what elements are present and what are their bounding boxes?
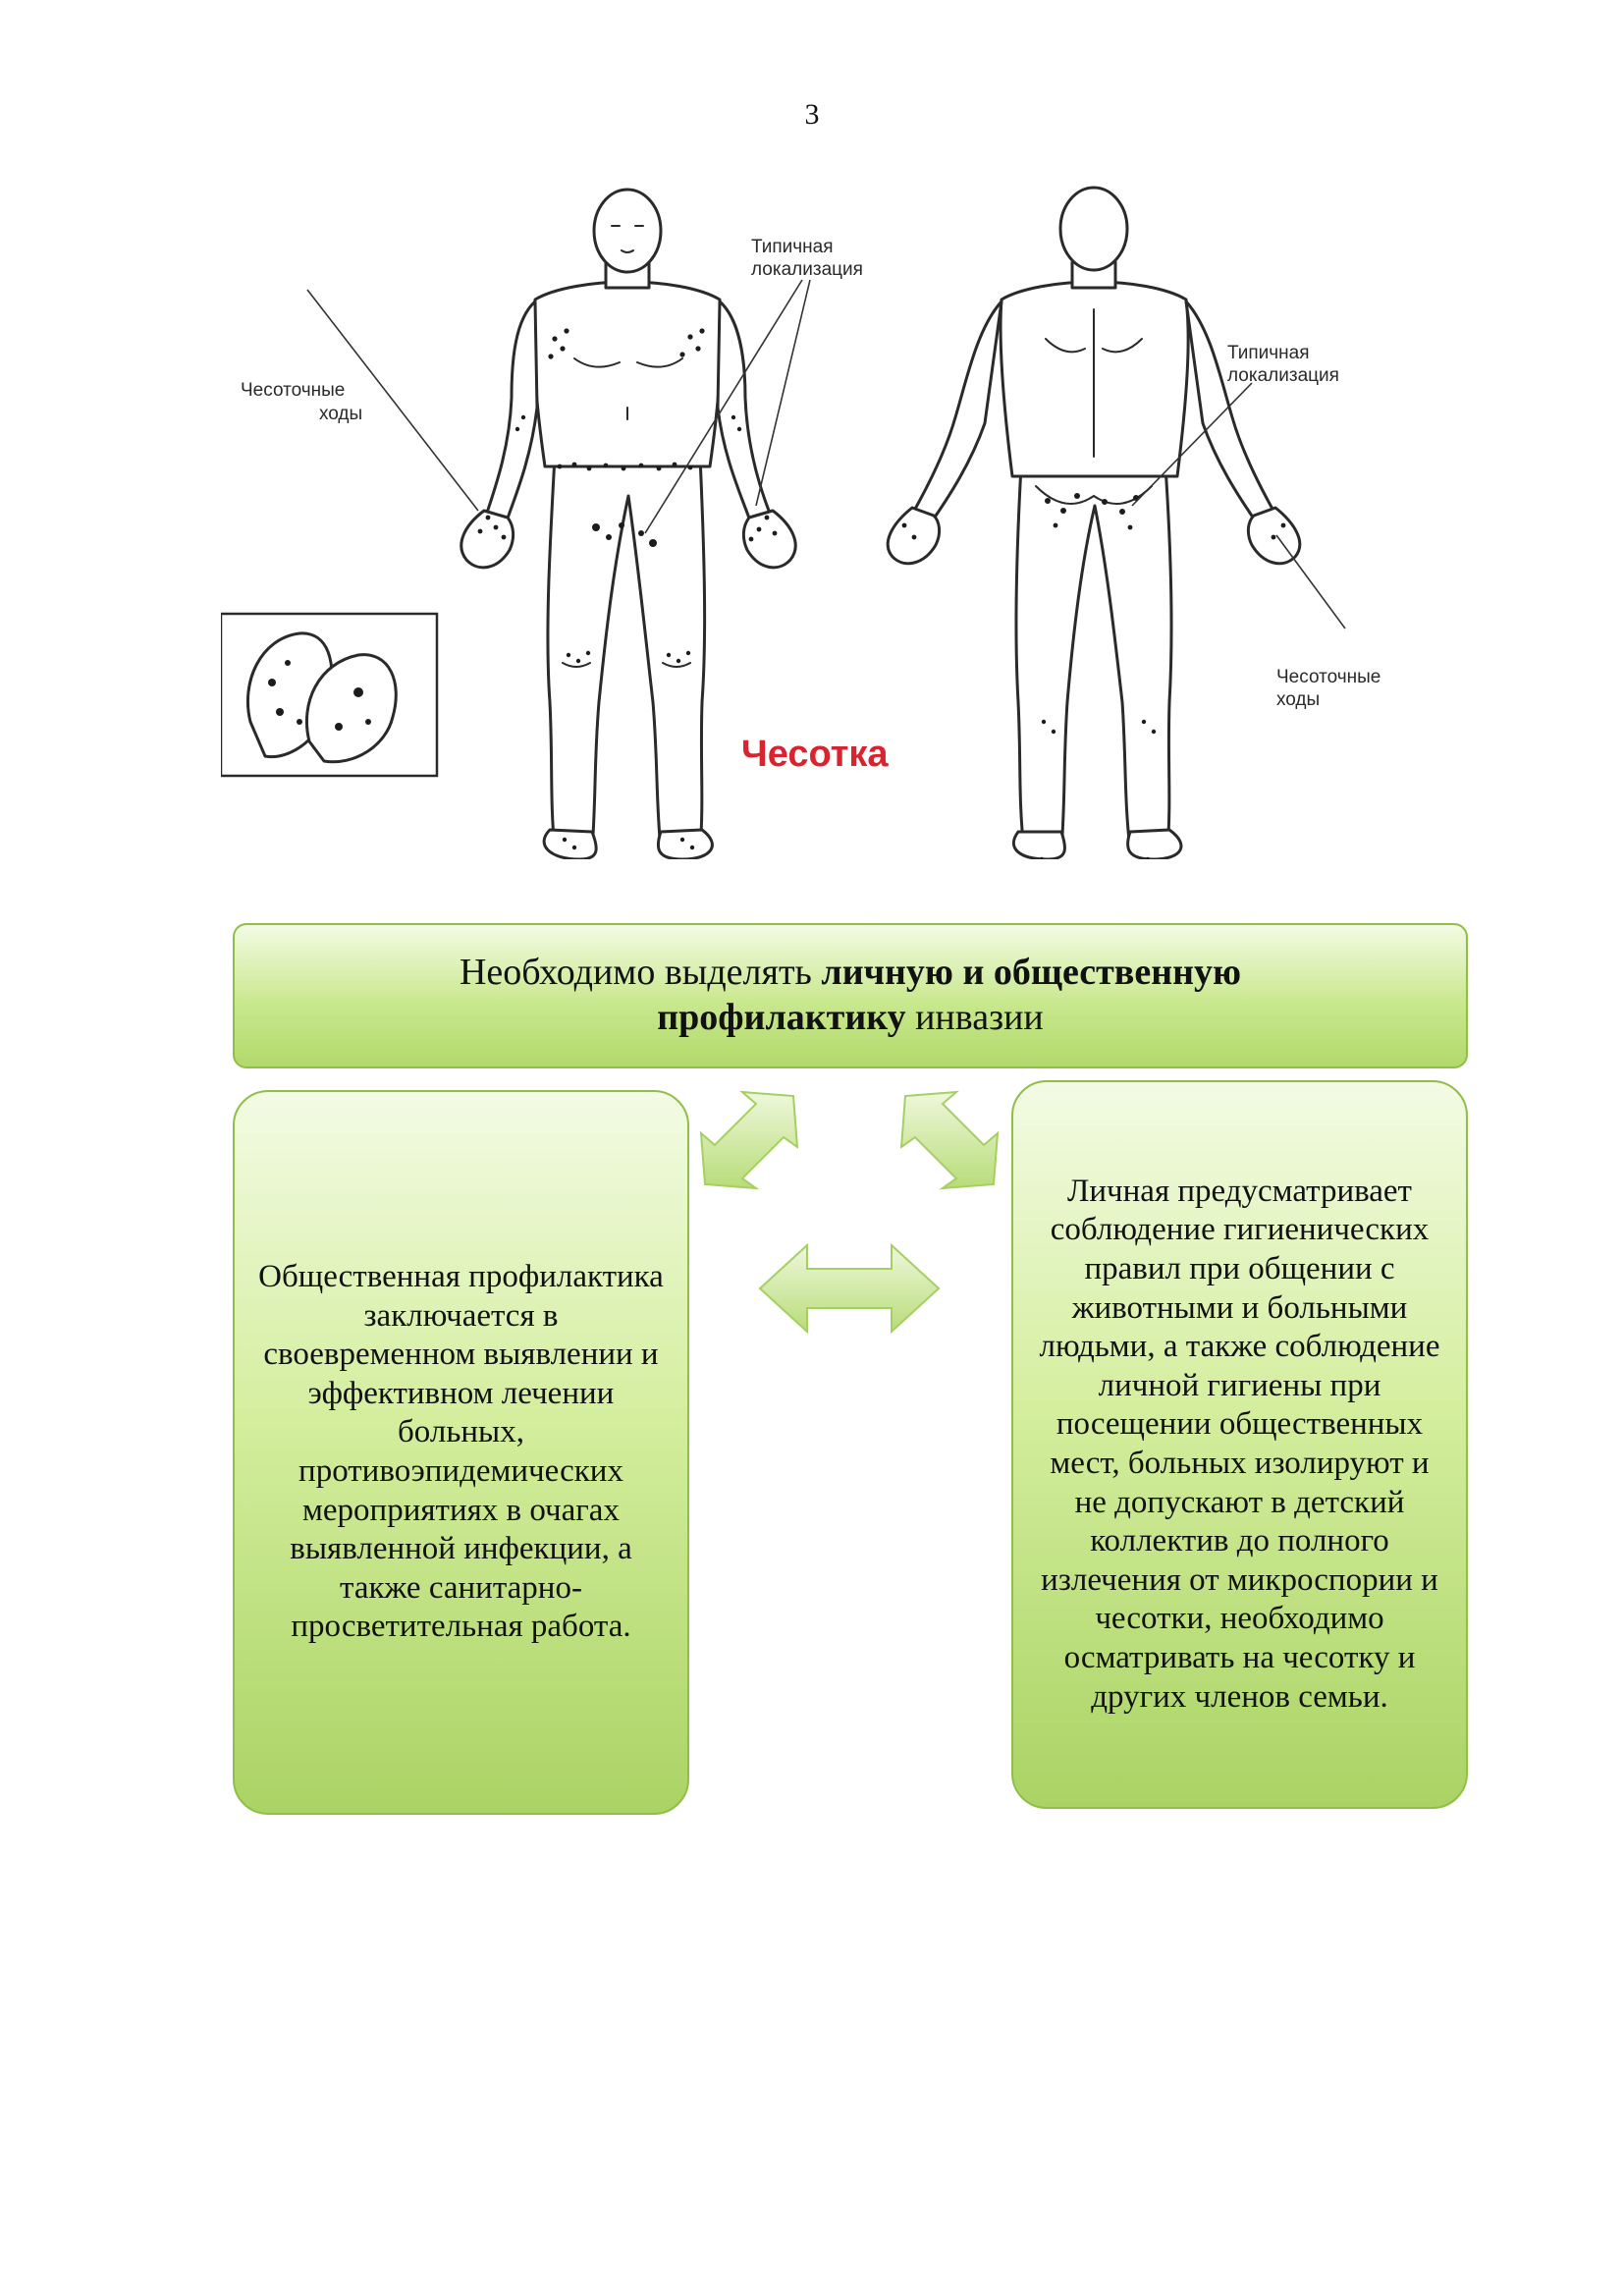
leader-lines <box>306 279 1346 629</box>
front-body-figure <box>460 188 797 859</box>
hand-closeup-inset <box>221 612 439 778</box>
personal-prevention-text: Личная предусматривает соблюдение гигиен… <box>1039 1173 1440 1715</box>
public-prevention-box: Общественная профилактика заключается в … <box>233 1090 689 1815</box>
header-text-after: инвазии <box>905 997 1044 1038</box>
back-body-figure <box>886 186 1302 859</box>
prevention-header-box: Необходимо выделять личную и общественну… <box>233 923 1468 1068</box>
page-number: 3 <box>804 98 820 131</box>
arrow-header-right-box <box>899 1090 1000 1190</box>
public-prevention-text: Общественная профилактика заключается в … <box>258 1259 664 1645</box>
diagram-arrows <box>687 1080 1011 1336</box>
header-text-before: Необходимо выделять <box>459 952 822 994</box>
arrow-left-right-box <box>758 1242 941 1335</box>
personal-prevention-box: Личная предусматривает соблюдение гигиен… <box>1011 1080 1468 1809</box>
arrow-header-left-box <box>699 1090 799 1190</box>
figure-title: Чесотка <box>741 734 889 775</box>
header-text-bold-1: личную и общественную <box>821 952 1242 994</box>
header-text-bold-2: профилактику <box>657 997 906 1038</box>
